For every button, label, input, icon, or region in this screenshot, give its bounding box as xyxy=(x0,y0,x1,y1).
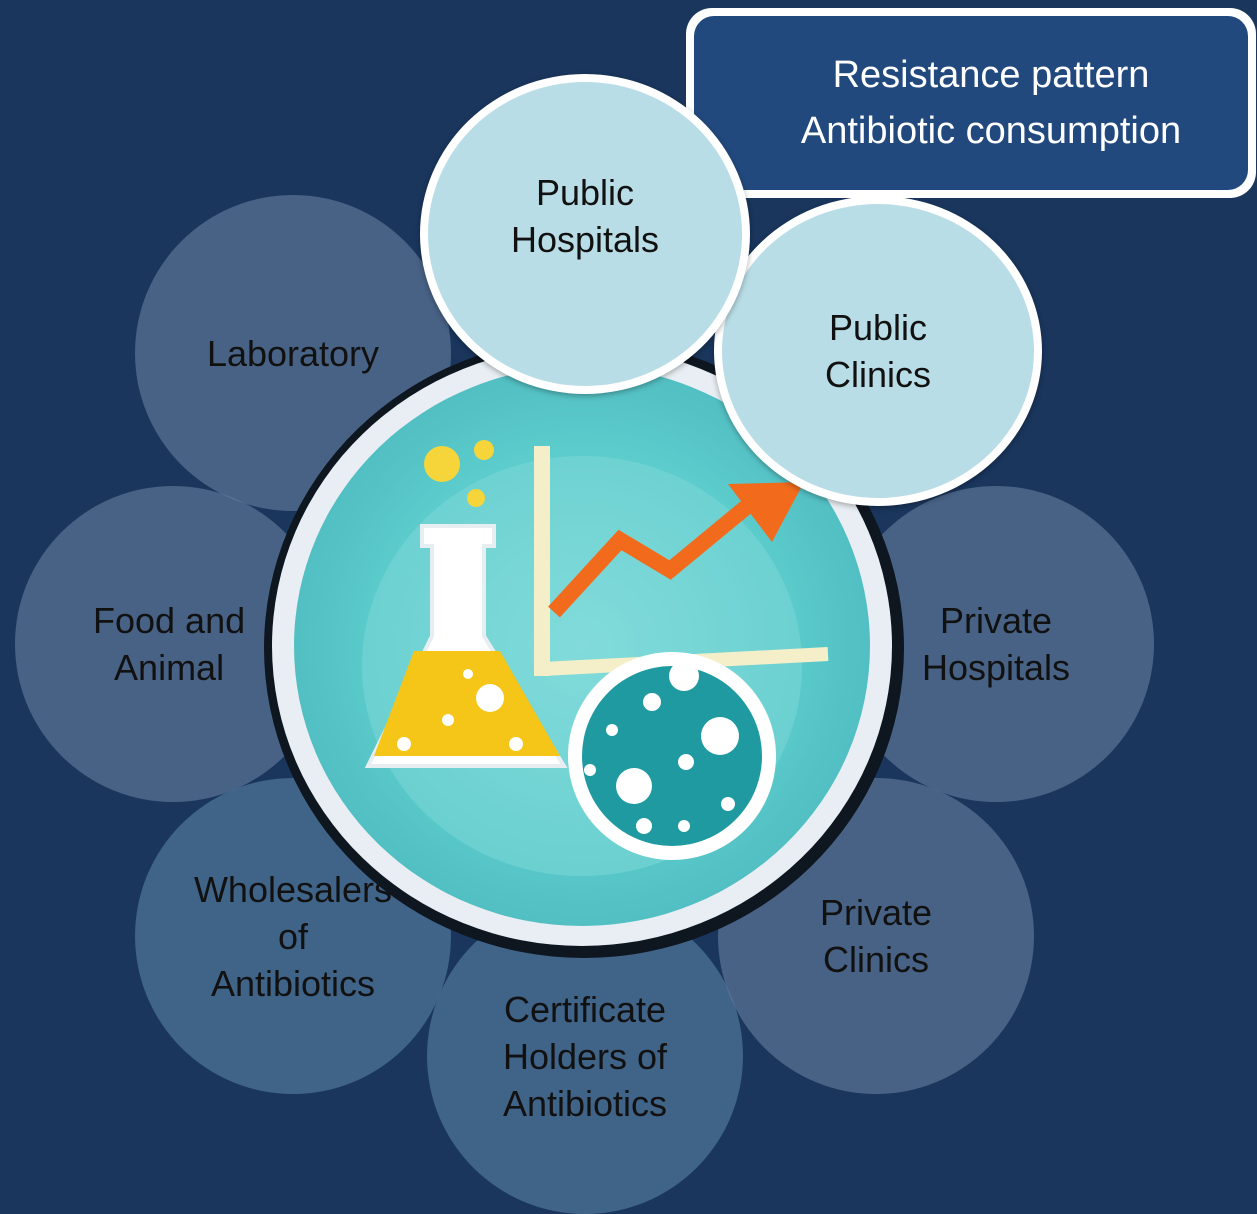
node-public-clinics-label: Public Clinics xyxy=(824,307,931,395)
callout-box: Resistance pattern Antibiotic consumptio… xyxy=(686,8,1256,198)
callout-line-1: Resistance pattern xyxy=(832,54,1150,96)
node-public-hospitals: Public Hospitals xyxy=(420,74,750,394)
node-food-and-animal-label: Food and Animal xyxy=(93,600,246,688)
node-certificate-holders: Certificate Holders of Antibiotics xyxy=(427,898,743,1214)
node-private-hospitals-label: Private Hospitals xyxy=(921,600,1071,688)
callout-inner: Resistance pattern Antibiotic consumptio… xyxy=(694,16,1248,190)
node-public-clinics: Public Clinics xyxy=(714,196,1042,506)
node-public-hospitals-label: Public Hospitals xyxy=(510,172,660,260)
node-wholesalers-label: Wholesalers of Antibiotics xyxy=(193,868,393,1004)
node-laboratory: Laboratory xyxy=(135,195,451,511)
node-certificate-holders-label: Certificate Holders of Antibiotics xyxy=(502,988,668,1124)
node-private-clinics-label: Private Clinics xyxy=(819,892,933,980)
callout-line-2: Antibiotic consumption xyxy=(800,110,1182,152)
node-laboratory-label: Laboratory xyxy=(206,332,380,374)
laboratory-flask-chart-petri-icon xyxy=(294,366,870,926)
